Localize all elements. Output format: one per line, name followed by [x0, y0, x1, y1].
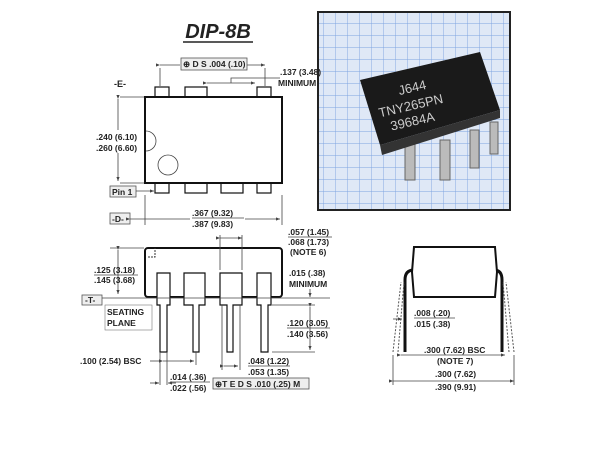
svg-text:.053 (1.35): .053 (1.35): [248, 367, 289, 377]
body-width: .240 (6.10): [96, 132, 137, 142]
svg-text:.260 (6.60): .260 (6.60): [96, 143, 137, 153]
side-view: .057 (1.45) .068 (1.73) (NOTE 6) .125 (3…: [80, 227, 332, 393]
svg-text:.140 (3.56): .140 (3.56): [287, 329, 328, 339]
shoulder-width: .057 (1.45): [288, 227, 329, 237]
side-tolerance-frame: ⊕T E D S .010 (.25) M: [215, 379, 300, 389]
lead-pitch: .100 (2.54) BSC: [80, 356, 141, 366]
svg-text:.387 (9.83): .387 (9.83): [192, 219, 233, 229]
svg-text:⊕ D S .004 (.10): ⊕ D S .004 (.10): [183, 59, 246, 69]
svg-text:(NOTE 7): (NOTE 7): [437, 356, 474, 366]
lead-thickness: .008 (.20): [414, 308, 451, 318]
row-spacing: .300 (7.62) BSC: [424, 345, 485, 355]
seating-plane-label: SEATING: [107, 307, 145, 317]
svg-text:PLANE: PLANE: [107, 318, 136, 328]
lead-width: .014 (.36): [170, 372, 207, 382]
svg-text:.068 (1.73): .068 (1.73): [288, 237, 329, 247]
svg-text:.015 (.38): .015 (.38): [414, 319, 451, 329]
body-height: .125 (3.18): [94, 265, 135, 275]
svg-text:.390 (9.91): .390 (9.91): [435, 382, 476, 392]
svg-text:MINIMUM: MINIMUM: [278, 78, 316, 88]
svg-text:(NOTE 6): (NOTE 6): [290, 247, 327, 257]
pin1-label: Pin 1: [112, 187, 133, 197]
svg-text:.145 (3.68): .145 (3.68): [94, 275, 135, 285]
datum-e: -E-: [114, 79, 126, 89]
datum-t: -T-: [85, 295, 96, 305]
body-length: .367 (9.32): [192, 208, 233, 218]
package-title: DIP-8B: [185, 21, 251, 43]
standoff: .015 (.38): [289, 268, 326, 278]
top-view: ⊕ D S .004 (.10) .137 (3.48) MINIMUM -E-…: [96, 57, 321, 229]
svg-text:.022 (.56): .022 (.56): [170, 383, 207, 393]
end-view: .008 (.20) .015 (.38) .300 (7.62) BSC (N…: [389, 246, 515, 392]
datum-d: -D-: [112, 214, 124, 224]
svg-text:MINIMUM: MINIMUM: [289, 279, 327, 289]
pin-spacing-min: .137 (3.48): [280, 67, 321, 77]
chip-marking-1: J644: [397, 77, 428, 98]
chip-photo: J644 TNY265PN 39684A: [317, 11, 511, 211]
overall-width: .300 (7.62): [435, 369, 476, 379]
lead-length: .120 (3.05): [287, 318, 328, 328]
upper-lead-width: .048 (1.22): [248, 356, 289, 366]
